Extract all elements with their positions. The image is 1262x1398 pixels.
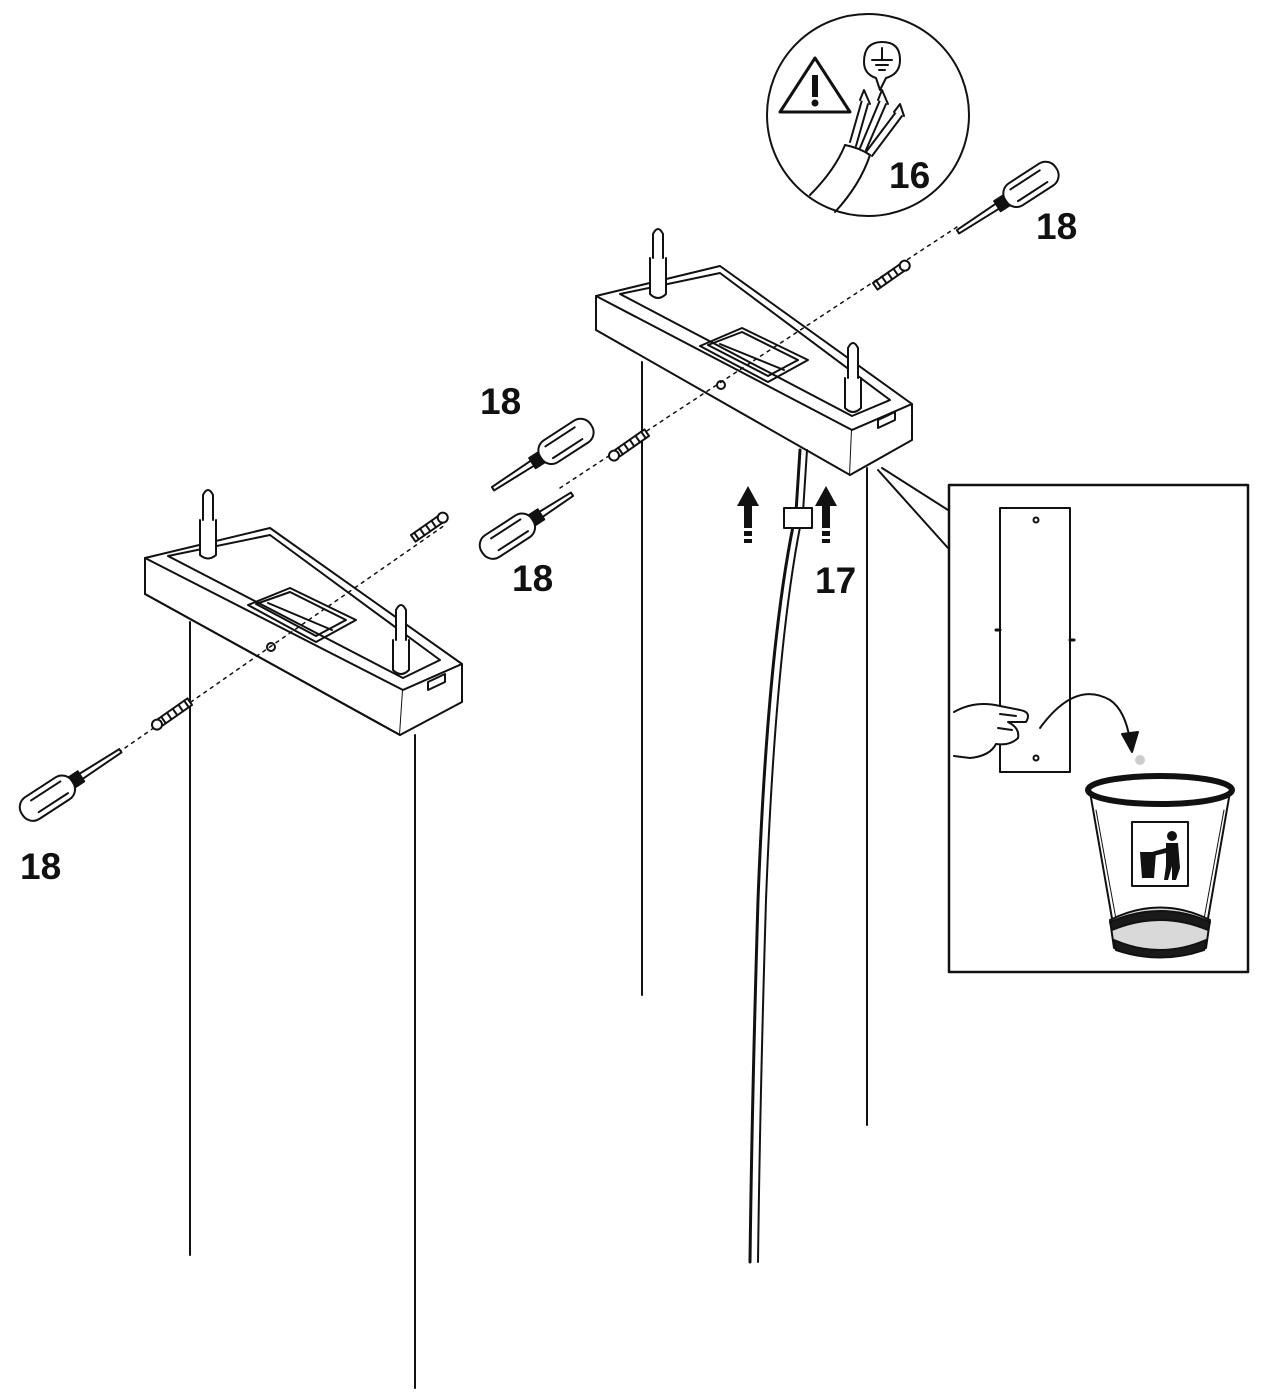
callout-number-screw-mid-lower: 18 [512,558,554,599]
cable-gland [783,507,813,529]
screwdrivers [18,160,1060,822]
screwdriver-mid-lower [478,491,575,560]
up-arrows [737,486,837,543]
warning-triangle-icon [778,56,852,114]
callout-number-screw-right-top: 18 [1036,206,1078,247]
screw-axes [111,224,961,758]
callout-number-cable-gland: 17 [815,560,857,601]
wire-bundle [809,89,905,213]
power-cable [748,448,802,1264]
person-bin-disposal-icon [1140,831,1180,880]
screwdriver-mid-upper [490,417,595,492]
callout-number-screw-mid-upper: 18 [480,381,522,422]
ground-symbol-icon [863,41,901,91]
callout-number-screw-left-bottom: 18 [20,846,62,887]
hand-icon [953,703,1029,759]
screws [150,259,911,731]
detail-inset [877,467,1250,974]
right-canopy [595,228,913,1264]
screwdriver-left-bottom [18,748,123,822]
wiring-callout [766,13,970,217]
callout-number-wiring: 16 [889,155,931,196]
screwdriver-right-top [955,160,1060,235]
trash-bin-icon [1085,773,1235,959]
left-canopy [144,489,463,1389]
